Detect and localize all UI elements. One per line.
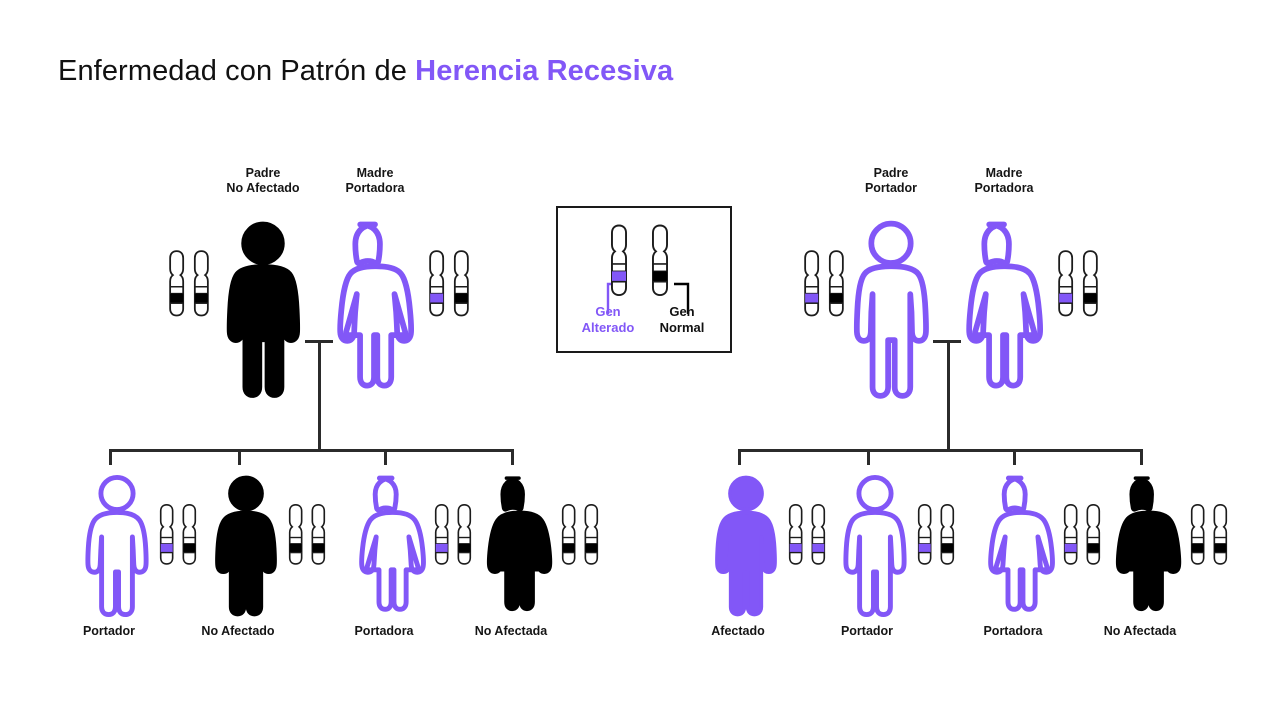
right-family-child-1-figure: [709, 475, 783, 617]
legend-altered-leader: [606, 282, 611, 314]
right-family-father-figure-glyph: [853, 220, 929, 399]
left-family-father-chromosomes: [169, 250, 209, 317]
right-family-child-4-label: No Afectada: [1103, 624, 1177, 638]
right-family-father-chromosomes: [804, 250, 844, 317]
right-family-father-figure: [850, 218, 932, 399]
left-family-child-4-figure-glyph: [486, 476, 553, 612]
left-family-child-drop-1: [109, 449, 112, 465]
right-family-child-1-chromosomes: [788, 504, 826, 565]
right-family-mother-chromosome-pair: [1054, 248, 1102, 320]
left-family-child-4-chromosomes: [561, 504, 599, 565]
right-family-child-drop-2: [867, 449, 870, 465]
legend-altered-label-line2: Alterado: [581, 320, 635, 335]
right-family-child-drop-3: [1013, 449, 1016, 465]
left-family-child-2-chromosomes: [288, 504, 326, 565]
right-family-father-label-line1: Padre: [873, 166, 909, 180]
left-family-child-3-chromosomes: [434, 504, 472, 565]
legend-normal-chromosome: [648, 224, 672, 298]
left-family-child-3-figure: [355, 475, 429, 616]
right-family-mother-label: Madre Portadora: [914, 166, 1094, 196]
right-family-child-4-figure: [1111, 476, 1185, 616]
legend-normal-leader: [674, 282, 690, 314]
right-family-sibship-line: [738, 449, 1140, 452]
right-family-child-3-figure: [984, 475, 1058, 616]
left-family-child-1-chromosomes: [159, 504, 197, 565]
right-family-child-1-label: Afectado: [711, 624, 765, 638]
right-family-child-4-chromosome-pair: [1187, 502, 1231, 568]
title-accent: Herencia Recesiva: [415, 55, 674, 87]
right-family-child-2-chromosome-pair: [914, 502, 958, 568]
right-family-child-1-chromosome-pair: [785, 502, 829, 568]
right-family-child-1-figure-glyph: [715, 475, 777, 617]
left-family-mother-chromosomes: [429, 250, 469, 317]
legend-altered-chromosome-glyph: [611, 224, 627, 297]
right-family-father-chromosome-pair: [800, 248, 848, 320]
left-family-mother-figure: [334, 218, 416, 390]
right-family-child-4-figure-glyph: [1115, 476, 1182, 612]
left-family-father-chromosome-pair: [165, 248, 213, 320]
right-family-child-3-label: Portadora: [983, 624, 1043, 638]
right-family-mother-label-line2: Portadora: [974, 181, 1034, 195]
left-family-mother-label: Madre Portadora: [285, 166, 465, 196]
left-family-child-3-chromosome-pair: [431, 502, 475, 568]
left-family-child-2-label: No Afectado: [201, 624, 275, 638]
left-family-mother-label-line2: Portadora: [345, 181, 405, 195]
legend-altered-chromosome: [607, 224, 631, 298]
left-family-child-4-label: No Afectada: [474, 624, 548, 638]
legend-altered-label: Gen Alterado: [562, 304, 654, 336]
right-family-child-3-chromosomes: [1063, 504, 1101, 565]
right-family-descent-line: [947, 340, 950, 449]
left-family-child-4-chromosome-pair: [558, 502, 602, 568]
left-family-child-2-figure-glyph: [215, 475, 277, 617]
left-family-child-2-figure: [209, 475, 283, 617]
left-family-mother-chromosome-pair: [425, 248, 473, 320]
right-family-child-drop-1: [738, 449, 741, 465]
legend-leader-lines: [606, 282, 690, 314]
left-family-sibship-line: [109, 449, 511, 452]
legend-normal-label: Gen Normal: [638, 304, 726, 336]
left-family-father-figure: [222, 218, 304, 398]
left-family-father-label: Padre No Afectado: [173, 166, 353, 196]
left-family-child-3-figure-glyph: [359, 475, 426, 612]
left-family-mother-label-line1: Madre: [356, 166, 394, 180]
left-family-child-3-label: Portadora: [354, 624, 414, 638]
legend-normal-chromosome-glyph: [652, 224, 668, 297]
right-family-mother-figure-glyph: [966, 221, 1043, 389]
right-family-mother-chromosomes: [1058, 250, 1098, 317]
left-family-father-figure-glyph: [226, 221, 301, 398]
left-family-mother-figure-glyph: [337, 221, 414, 389]
page-title: Enfermedad con Patrón de Herencia Recesi…: [58, 55, 673, 88]
left-family-father-label-line1: Padre: [245, 166, 281, 180]
left-family-child-drop-3: [384, 449, 387, 465]
right-family-child-drop-4: [1140, 449, 1143, 465]
legend-normal-label-line2: Normal: [659, 320, 705, 335]
right-family-father-label-line2: Portador: [864, 181, 918, 195]
left-family-descent-line: [318, 340, 321, 449]
right-family-child-4-chromosomes: [1190, 504, 1228, 565]
right-family-child-3-chromosome-pair: [1060, 502, 1104, 568]
left-family-child-2-chromosome-pair: [285, 502, 329, 568]
right-family-child-2-chromosomes: [917, 504, 955, 565]
left-family-child-4-figure: [482, 476, 556, 616]
left-family-child-drop-4: [511, 449, 514, 465]
left-family-father-label-line2: No Afectado: [226, 181, 300, 195]
left-family-child-1-figure: [80, 474, 154, 618]
right-family-mother-figure: [963, 218, 1045, 390]
right-family-child-2-figure: [838, 474, 912, 618]
left-family-child-1-figure-glyph: [85, 474, 149, 618]
left-family-child-1-label: Portador: [82, 624, 136, 638]
legend-normal-label-line1: Gen: [669, 304, 695, 319]
right-family-child-2-figure-glyph: [843, 474, 907, 618]
right-family-mother-label-line1: Madre: [985, 166, 1023, 180]
legend-box: [556, 206, 732, 353]
right-family-child-2-label: Portador: [840, 624, 894, 638]
left-family-child-drop-2: [238, 449, 241, 465]
right-family-father-label: Padre Portador: [801, 166, 981, 196]
left-family-child-1-chromosome-pair: [156, 502, 200, 568]
right-family-child-3-figure-glyph: [988, 475, 1055, 612]
title-prefix: Enfermedad con Patrón de: [58, 55, 416, 87]
legend-altered-label-line1: Gen: [595, 304, 621, 319]
